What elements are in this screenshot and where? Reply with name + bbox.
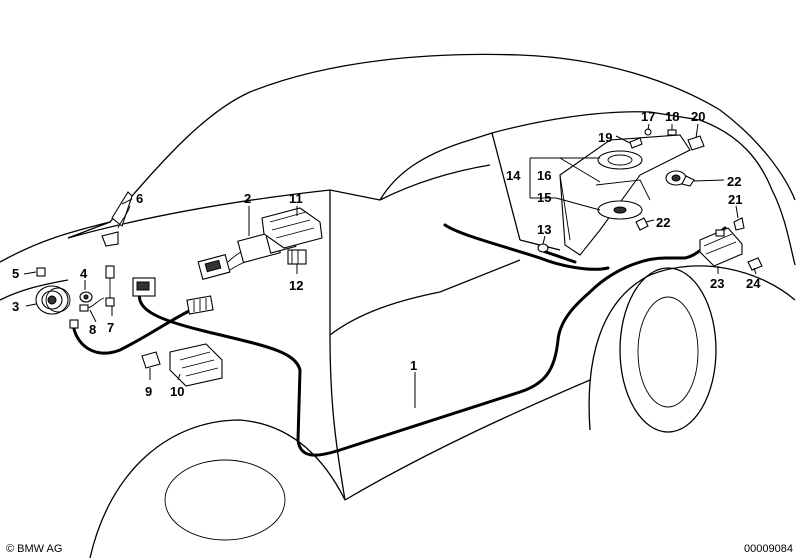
part-5-clip — [36, 267, 46, 277]
callout-12: 12 — [289, 278, 303, 293]
callout-14: 14 — [506, 168, 521, 183]
wiring-harness — [71, 223, 727, 457]
part-14-15-16-speaker-shelf — [559, 134, 691, 256]
callout-numbers: 1 2 3 4 5 6 7 8 9 10 11 12 13 14 15 16 1… — [12, 109, 761, 399]
callout-20: 20 — [691, 109, 705, 124]
callout-18: 18 — [665, 109, 679, 124]
part-4-grommet — [79, 291, 93, 303]
part-23-amplifier — [699, 227, 743, 267]
document-number: 00009084 — [744, 543, 793, 555]
part-22-clip-lower — [635, 217, 649, 231]
callout-24: 24 — [746, 276, 761, 291]
callout-9: 9 — [145, 384, 152, 399]
callout-6: 6 — [136, 191, 143, 206]
callout-22-upper: 22 — [727, 174, 741, 189]
callout-2: 2 — [244, 191, 251, 206]
copyright-label: © BMW AG — [6, 543, 63, 555]
leader-lines — [23, 123, 757, 408]
part-24-clip — [747, 257, 763, 271]
part-12-connector — [287, 249, 307, 265]
callout-5: 5 — [12, 266, 19, 281]
callout-21: 21 — [728, 192, 742, 207]
callout-15: 15 — [537, 190, 551, 205]
callout-3: 3 — [12, 299, 19, 314]
callout-13: 13 — [537, 222, 551, 237]
part-8-connector — [69, 297, 105, 329]
callout-8: 8 — [89, 322, 96, 337]
callout-23: 23 — [710, 276, 724, 291]
part-13-grommet — [537, 243, 549, 253]
callout-11: 11 — [289, 191, 303, 206]
part-10-block — [169, 343, 223, 387]
part-3-speaker — [35, 285, 71, 315]
callout-10: 10 — [170, 384, 184, 399]
callout-16: 16 — [537, 168, 551, 183]
part-6-antenna — [101, 191, 133, 247]
part-11-radio-frame — [261, 207, 323, 249]
callout-22-lower: 22 — [656, 215, 670, 230]
callout-4: 4 — [80, 266, 88, 281]
harness-connectors — [132, 277, 214, 315]
part-22-tweeter-upper — [665, 170, 695, 187]
part-21-screw — [733, 217, 745, 231]
callout-17: 17 — [641, 109, 655, 124]
callout-19: 19 — [598, 130, 612, 145]
car-body-outline — [0, 53, 796, 559]
callout-1: 1 — [410, 358, 417, 373]
part-9-fuse — [141, 351, 161, 369]
callout-7: 7 — [107, 320, 114, 335]
part-7-plug — [105, 265, 115, 307]
